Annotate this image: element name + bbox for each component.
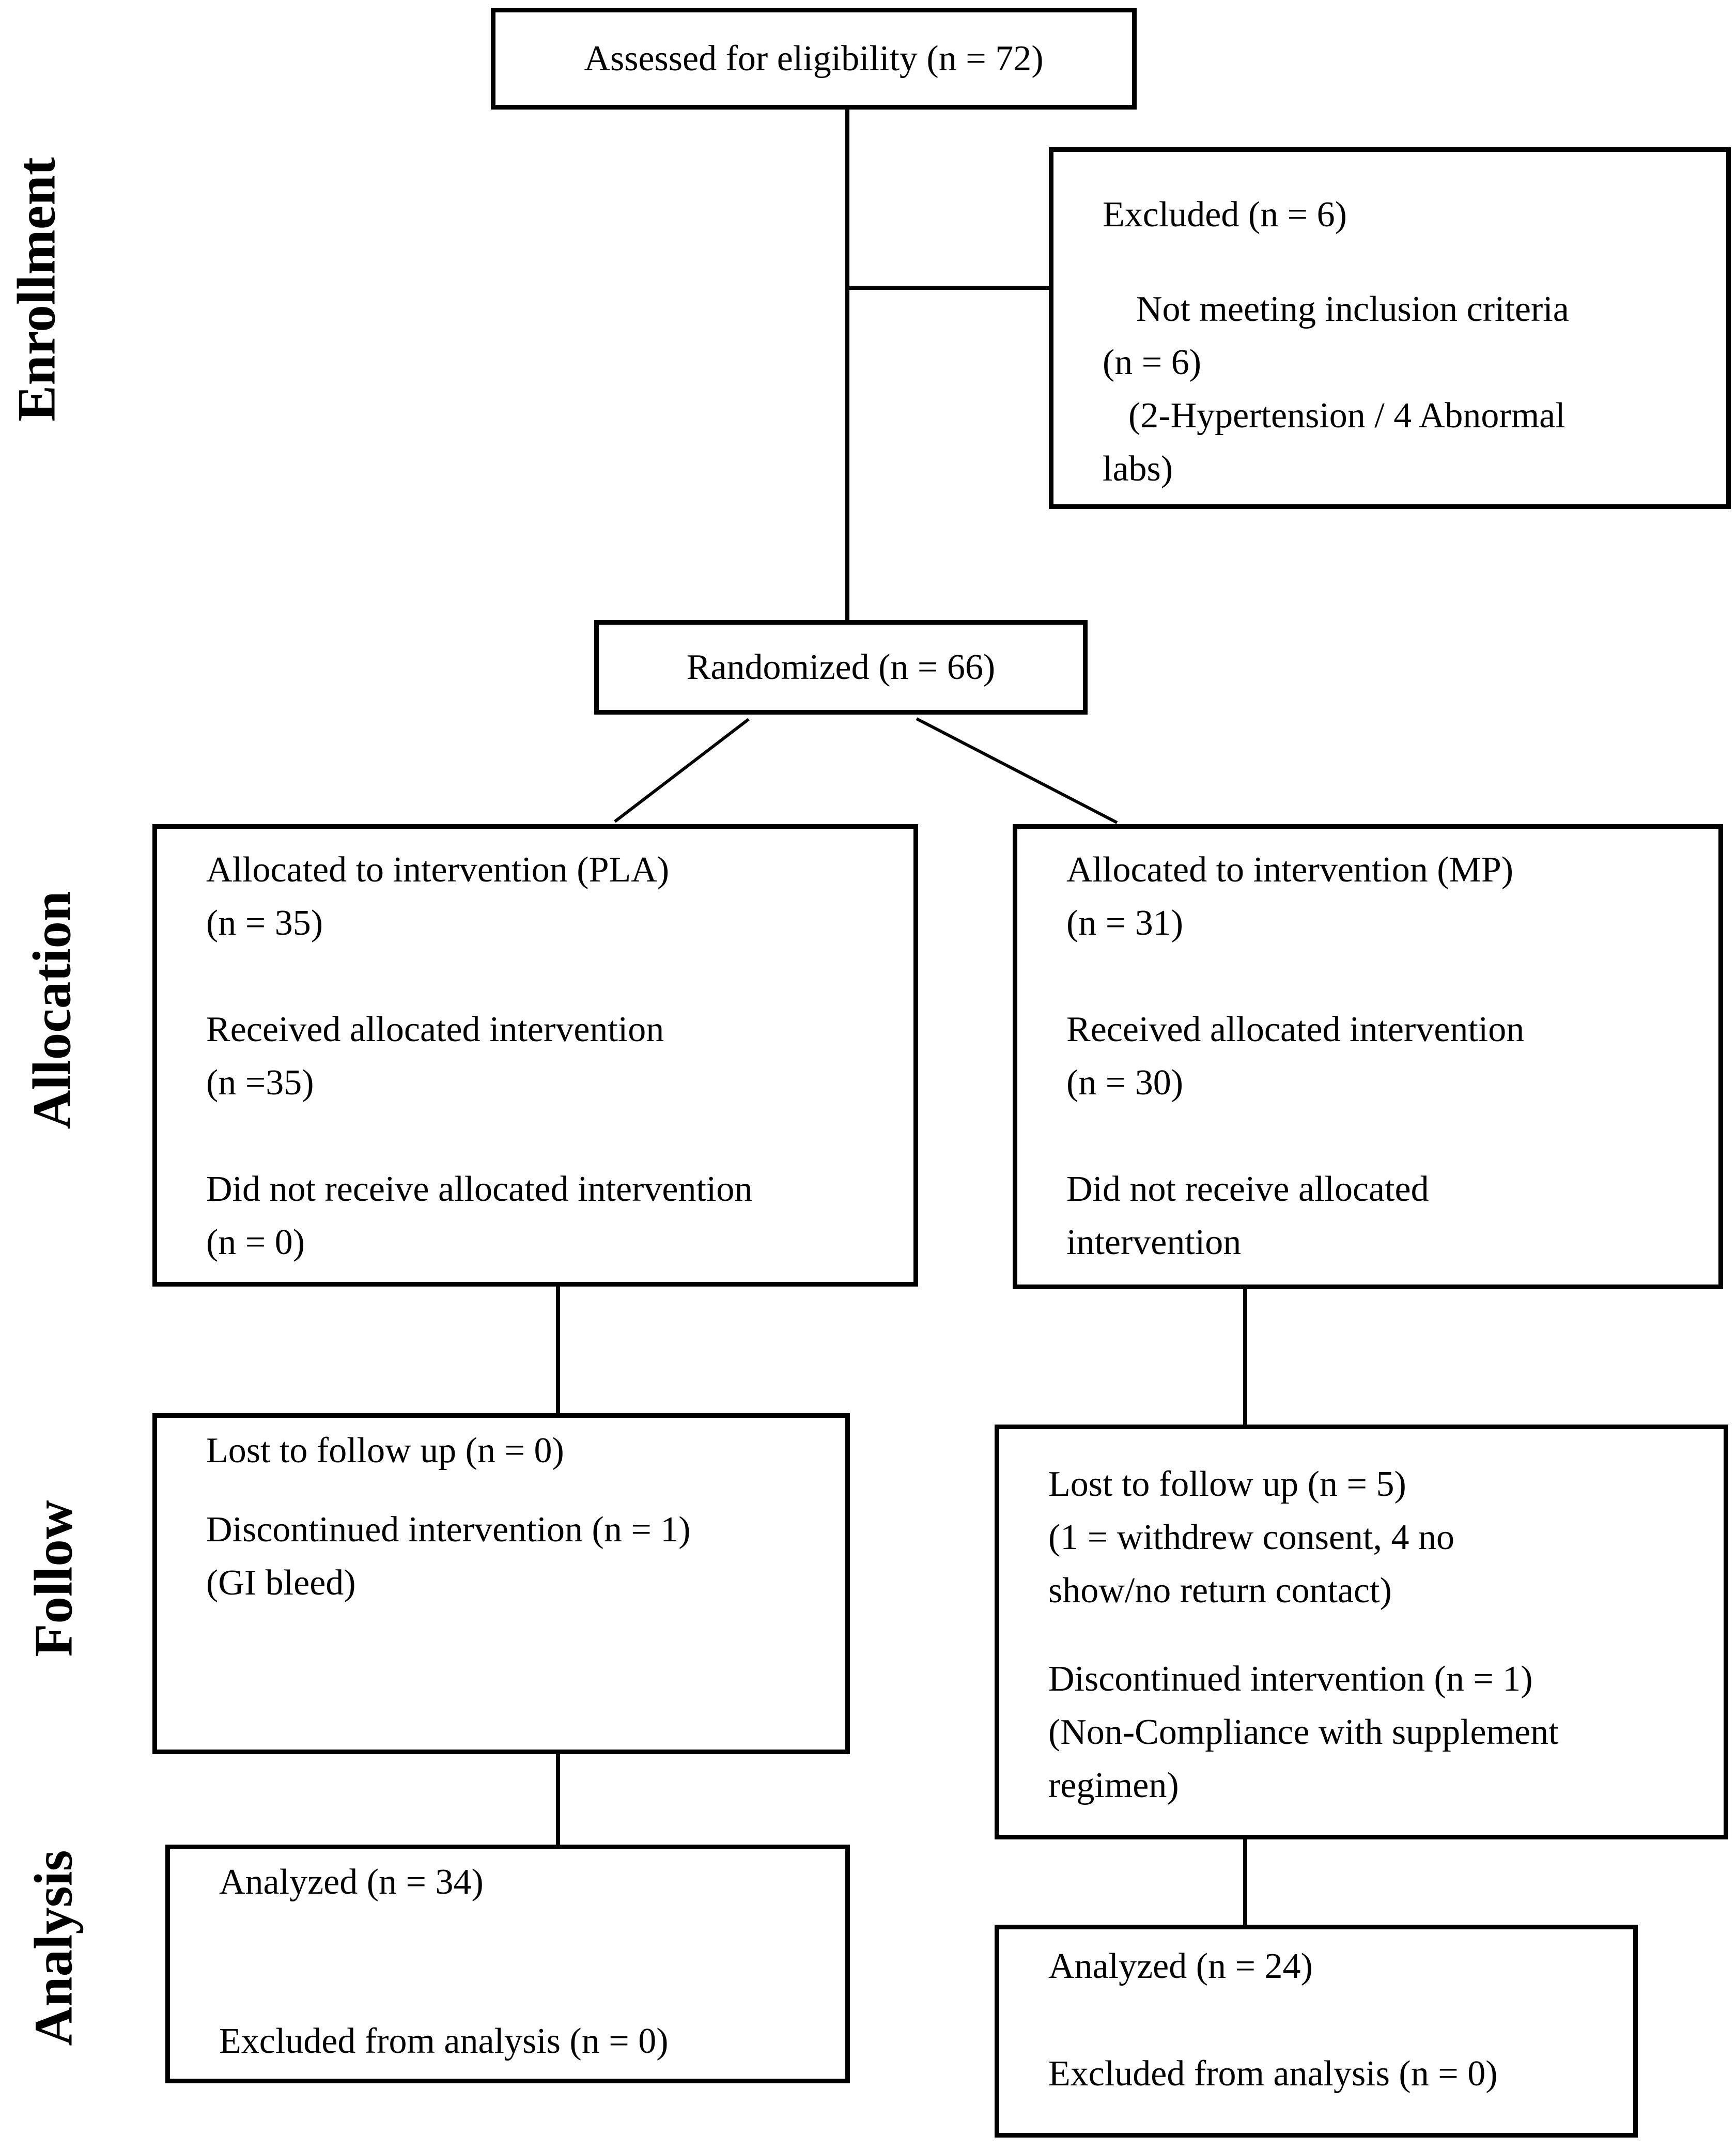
follow-mp-line: (Non-Compliance with supplement xyxy=(1048,1712,1559,1752)
analyzed-mp-line: Excluded from analysis (n = 0) xyxy=(1048,2054,1498,2094)
randomized-text: Randomized (n = 66) xyxy=(686,647,996,687)
follow-mp-line: show/no return contact) xyxy=(1048,1571,1392,1611)
box-analyzed-mp: Analyzed (n = 24) Excluded from analysis… xyxy=(995,1925,1638,2138)
box-assessed-for-eligibility: Assessed for eligibility (n = 72) xyxy=(491,8,1137,110)
box-follow-pla: Lost to follow up (n = 0) Discontinued i… xyxy=(152,1413,850,1754)
connector-allocright-to-followright xyxy=(1243,1288,1247,1426)
spacer xyxy=(1066,950,1703,1003)
follow-mp-line: (1 = withdrew consent, 4 no xyxy=(1048,1518,1454,1557)
spacer xyxy=(1103,241,1711,283)
follow-mp-line: Discontinued intervention (n = 1) xyxy=(1048,1659,1533,1699)
connector-followleft-to-analysisleft xyxy=(556,1753,560,1846)
spacer xyxy=(206,1109,898,1163)
box-allocated-mp: Allocated to intervention (MP) (n = 31) … xyxy=(1013,824,1723,1289)
stage-label-follow: Follow xyxy=(23,1500,84,1657)
follow-mp-line: Lost to follow up (n = 5) xyxy=(1048,1464,1406,1504)
spacer xyxy=(1048,1617,1708,1652)
box-follow-mp: Lost to follow up (n = 5) (1 = withdrew … xyxy=(995,1425,1728,1839)
stage-label-enrollment: Enrollment xyxy=(6,157,67,422)
alloc-pla-line: (n = 35) xyxy=(206,903,323,943)
follow-pla-line: Discontinued intervention (n = 1) xyxy=(206,1510,691,1550)
box-excluded: Excluded (n = 6) Not meeting inclusion c… xyxy=(1049,147,1731,509)
connector-randomized-to-allocright xyxy=(916,717,1118,824)
follow-mp-line: regimen) xyxy=(1048,1766,1179,1805)
spacer xyxy=(206,950,898,1003)
alloc-pla-line: Received allocated intervention xyxy=(206,1010,664,1049)
alloc-pla-line: Did not receive allocated intervention xyxy=(206,1169,753,1209)
analyzed-pla-line: Analyzed (n = 34) xyxy=(219,1862,484,1902)
alloc-pla-line: (n = 0) xyxy=(206,1222,305,1262)
follow-pla-line: Lost to follow up (n = 0) xyxy=(206,1431,564,1471)
connector-branch-to-excluded xyxy=(847,286,1050,290)
stage-label-analysis: Analysis xyxy=(23,1850,84,2046)
alloc-pla-line: Allocated to intervention (PLA) xyxy=(206,850,670,890)
spacer xyxy=(206,1477,830,1503)
analyzed-mp-line: Analyzed (n = 24) xyxy=(1048,1946,1313,1986)
follow-pla-line: (GI bleed) xyxy=(206,1563,356,1603)
spacer xyxy=(219,1909,830,2015)
spacer xyxy=(1048,1993,1618,2047)
excluded-line: labs) xyxy=(1103,449,1173,489)
assessed-text: Assessed for eligibility (n = 72) xyxy=(584,39,1044,79)
analyzed-pla-line: Excluded from analysis (n = 0) xyxy=(219,2021,669,2061)
alloc-pla-line: (n =35) xyxy=(206,1063,314,1103)
spacer xyxy=(1066,1109,1703,1163)
alloc-mp-line: Did not receive allocated xyxy=(1066,1169,1429,1209)
excluded-line: Not meeting inclusion criteria xyxy=(1136,289,1569,329)
excluded-line: (n = 6) xyxy=(1103,343,1202,382)
box-allocated-pla: Allocated to intervention (PLA) (n = 35)… xyxy=(152,824,918,1287)
alloc-mp-line: Allocated to intervention (MP) xyxy=(1066,850,1514,890)
connector-followright-to-analysisright xyxy=(1243,1838,1247,1926)
excluded-line: (2-Hypertension / 4 Abnormal xyxy=(1128,396,1566,436)
connector-allocleft-to-followleft xyxy=(556,1286,560,1414)
excluded-line: Excluded (n = 6) xyxy=(1103,195,1347,235)
box-analyzed-pla: Analyzed (n = 34) Excluded from analysis… xyxy=(165,1845,850,2083)
connector-randomized-to-allocleft xyxy=(614,718,750,823)
alloc-mp-line: intervention xyxy=(1066,1222,1242,1262)
stage-label-allocation: Allocation xyxy=(21,891,82,1129)
box-randomized: Randomized (n = 66) xyxy=(594,620,1088,715)
alloc-mp-line: (n = 31) xyxy=(1066,903,1184,943)
connector-assessed-to-randomized xyxy=(845,109,849,621)
alloc-mp-line: Received allocated intervention xyxy=(1066,1010,1525,1049)
alloc-mp-line: (n = 30) xyxy=(1066,1063,1184,1103)
